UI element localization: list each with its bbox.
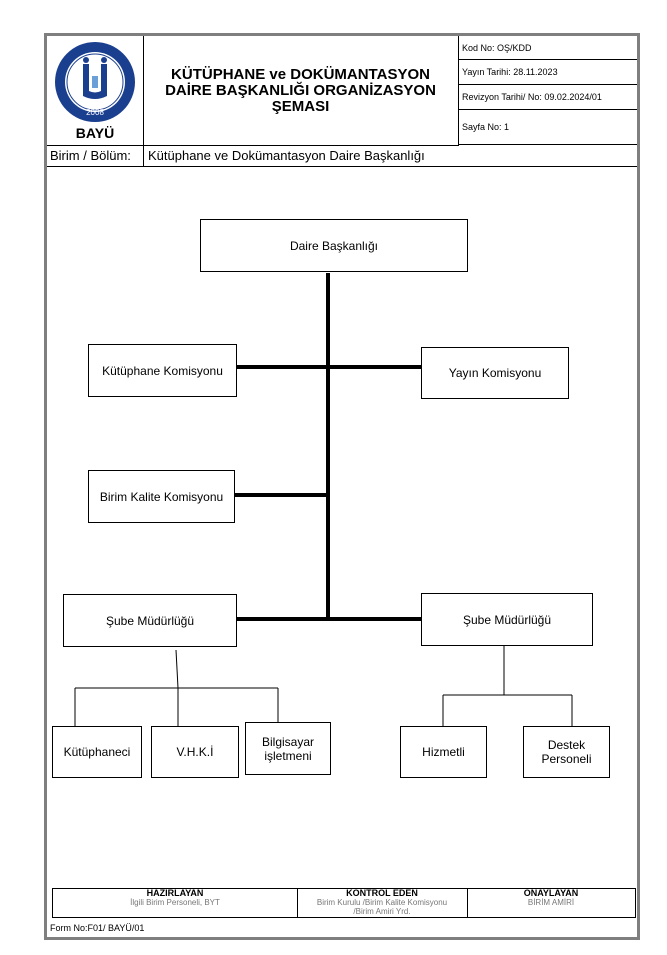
university-logo: 2008 BAYÜ: [55, 42, 135, 141]
org-box-daire-baskanligi: Daire Başkanlığı: [200, 219, 468, 272]
org-box-bilgisayar-isletmeni: Bilgisayar işletmeni: [245, 722, 331, 775]
logo-year: 2008: [86, 108, 104, 117]
org-box-vhki: V.H.K.İ: [151, 726, 239, 778]
org-box-birim-kalite-komisyonu: Birim Kalite Komisyonu: [88, 470, 235, 523]
footer-hazirlayan: HAZIRLAYAN İlgili Birim Personeli, BYT: [53, 889, 298, 917]
footer-kontrol-sub: Birim Kurulu /Birim Kalite Komisyonu /Bi…: [316, 898, 448, 916]
meta-kod: Kod No: OŞ/KDD: [459, 36, 637, 60]
footer-onaylayan-sub: BİRİM AMİRİ: [527, 898, 575, 907]
footer-onaylayan-title: ONAYLAYAN: [523, 888, 579, 898]
org-box-yayin-komisyonu: Yayın Komisyonu: [421, 347, 569, 399]
unit-value: Kütüphane ve Dokümantasyon Daire Başkanl…: [148, 148, 425, 163]
org-chart-connectors: [74, 273, 573, 726]
meta-sayfa: Sayfa No: 1: [459, 110, 637, 145]
footer-kontrol-title: KONTROL EDEN: [346, 888, 418, 898]
document-title: KÜTÜPHANE ve DOKÜMANTASYON DAİRE BAŞKANL…: [165, 65, 436, 115]
form-number: Form No:F01/ BAYÜ/01: [50, 923, 145, 933]
unit-divider: [143, 146, 144, 166]
logo-cell: 2008 BAYÜ: [47, 36, 144, 146]
approval-footer: HAZIRLAYAN İlgili Birim Personeli, BYT K…: [52, 888, 636, 918]
org-box-kutuphaneci: Kütüphaneci: [52, 726, 142, 778]
org-box-sube-mudurlugu-right: Şube Müdürlüğü: [421, 593, 593, 646]
unit-label: Birim / Bölüm:: [50, 148, 131, 163]
org-box-sube-mudurlugu-left: Şube Müdürlüğü: [63, 594, 237, 647]
footer-hazirlayan-sub: İlgili Birim Personeli, BYT: [130, 898, 220, 907]
org-box-destek-personeli: Destek Personeli: [523, 726, 610, 778]
footer-hazirlayan-title: HAZIRLAYAN: [146, 888, 204, 898]
org-box-kutuphane-komisyonu: Kütüphane Komisyonu: [88, 344, 237, 397]
unit-row: Birim / Bölüm: Kütüphane ve Dokümantasyo…: [47, 146, 637, 167]
document-header: 2008 BAYÜ KÜTÜPHANE ve DOKÜMANTASYON DAİ…: [47, 36, 637, 146]
footer-onaylayan: ONAYLAYAN BİRİM AMİRİ: [467, 889, 635, 917]
org-box-hizmetli: Hizmetli: [400, 726, 487, 778]
logo-text: BAYÜ: [76, 125, 114, 141]
document-title-cell: KÜTÜPHANE ve DOKÜMANTASYON DAİRE BAŞKANL…: [143, 36, 459, 146]
document-frame: 2008 BAYÜ KÜTÜPHANE ve DOKÜMANTASYON DAİ…: [44, 33, 640, 940]
meta-revizyon: Revizyon Tarihi/ No: 09.02.2024/01: [459, 85, 637, 110]
meta-yayin: Yayın Tarihi: 28.11.2023: [459, 60, 637, 85]
footer-kontrol-eden: KONTROL EDEN Birim Kurulu /Birim Kalite …: [297, 889, 468, 917]
